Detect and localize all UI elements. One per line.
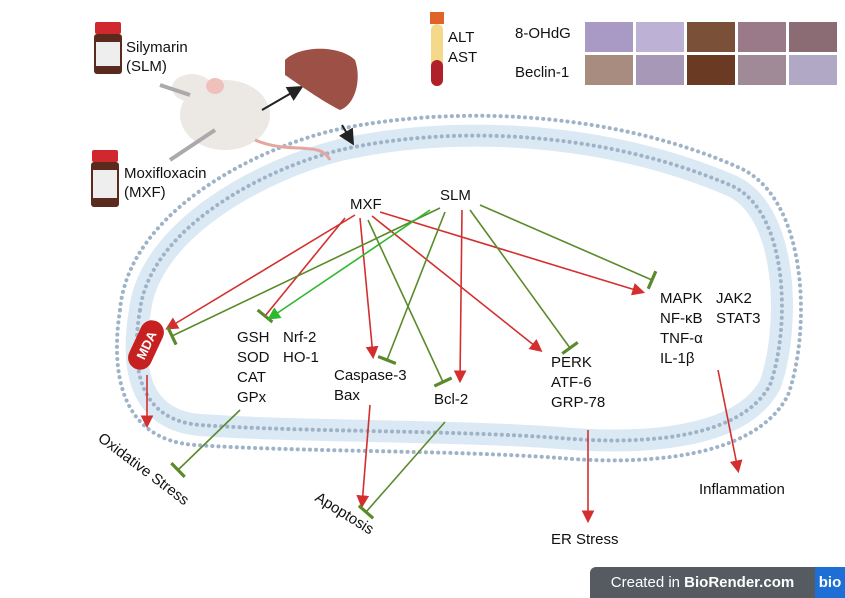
biorender-logo: bio — [815, 567, 845, 598]
node-label: Nrf-2 — [283, 329, 316, 346]
apoptosis-label: Apoptosis — [312, 489, 377, 538]
node-label: ATF-6 — [551, 374, 592, 391]
node-label: STAT3 — [716, 310, 760, 327]
node-label: GSH — [237, 329, 270, 346]
moxifloxacin-label: Moxifloxacin — [124, 165, 207, 182]
node-label: SOD — [237, 349, 270, 366]
er-stress-label: ER Stress — [551, 531, 619, 548]
antioxidant-list: GSH SOD CAT GPx — [237, 329, 270, 406]
activation-arrows — [140, 209, 743, 524]
ast-label: AST — [448, 49, 477, 66]
alt-label: ALT — [448, 29, 474, 46]
node-label: GPx — [237, 389, 267, 406]
biorender-credit[interactable]: Created in BioRender.com — [590, 567, 815, 598]
blood-tube-icon — [430, 12, 444, 86]
node-label: MAPK — [660, 290, 703, 307]
node-label: IL-1β — [660, 350, 695, 367]
silymarin-abbr-label: (SLM) — [126, 58, 167, 75]
8-ohdg-label: 8-OHdG — [515, 25, 571, 42]
silymarin-bottle-icon — [94, 22, 122, 74]
silymarin-label: Silymarin — [126, 39, 188, 56]
rat-to-liver-arrow — [261, 85, 304, 111]
node-label: JAK2 — [716, 290, 752, 307]
liver-to-cell-arrow — [339, 124, 355, 146]
liver-icon — [285, 48, 358, 110]
node-label: PERK — [551, 354, 592, 371]
moxifloxacin-abbr-label: (MXF) — [124, 184, 166, 201]
bcl2-node: Bcl-2 — [434, 391, 468, 408]
node-label: Bax — [334, 387, 360, 404]
inflammation-label: Inflammation — [699, 481, 785, 498]
beclin-1-label: Beclin-1 — [515, 64, 569, 81]
histology-micrographs — [585, 22, 837, 85]
rat-icon — [159, 74, 332, 162]
mxf-node: MXF — [350, 196, 382, 213]
moxifloxacin-bottle-icon — [91, 150, 119, 207]
node-label: TNF-α — [660, 330, 703, 347]
inhibition-arrows — [166, 204, 658, 520]
node-label: CAT — [237, 369, 266, 386]
mda-badge: MDA — [128, 320, 164, 370]
node-label: GRP-78 — [551, 394, 605, 411]
node-label: NF-κB — [660, 310, 703, 327]
cell-membrane — [114, 113, 803, 463]
node-label: Caspase-3 — [334, 367, 407, 384]
node-label: HO-1 — [283, 349, 319, 366]
slm-node: SLM — [440, 187, 471, 204]
nrf2-list: Nrf-2HO-1 — [283, 329, 319, 366]
